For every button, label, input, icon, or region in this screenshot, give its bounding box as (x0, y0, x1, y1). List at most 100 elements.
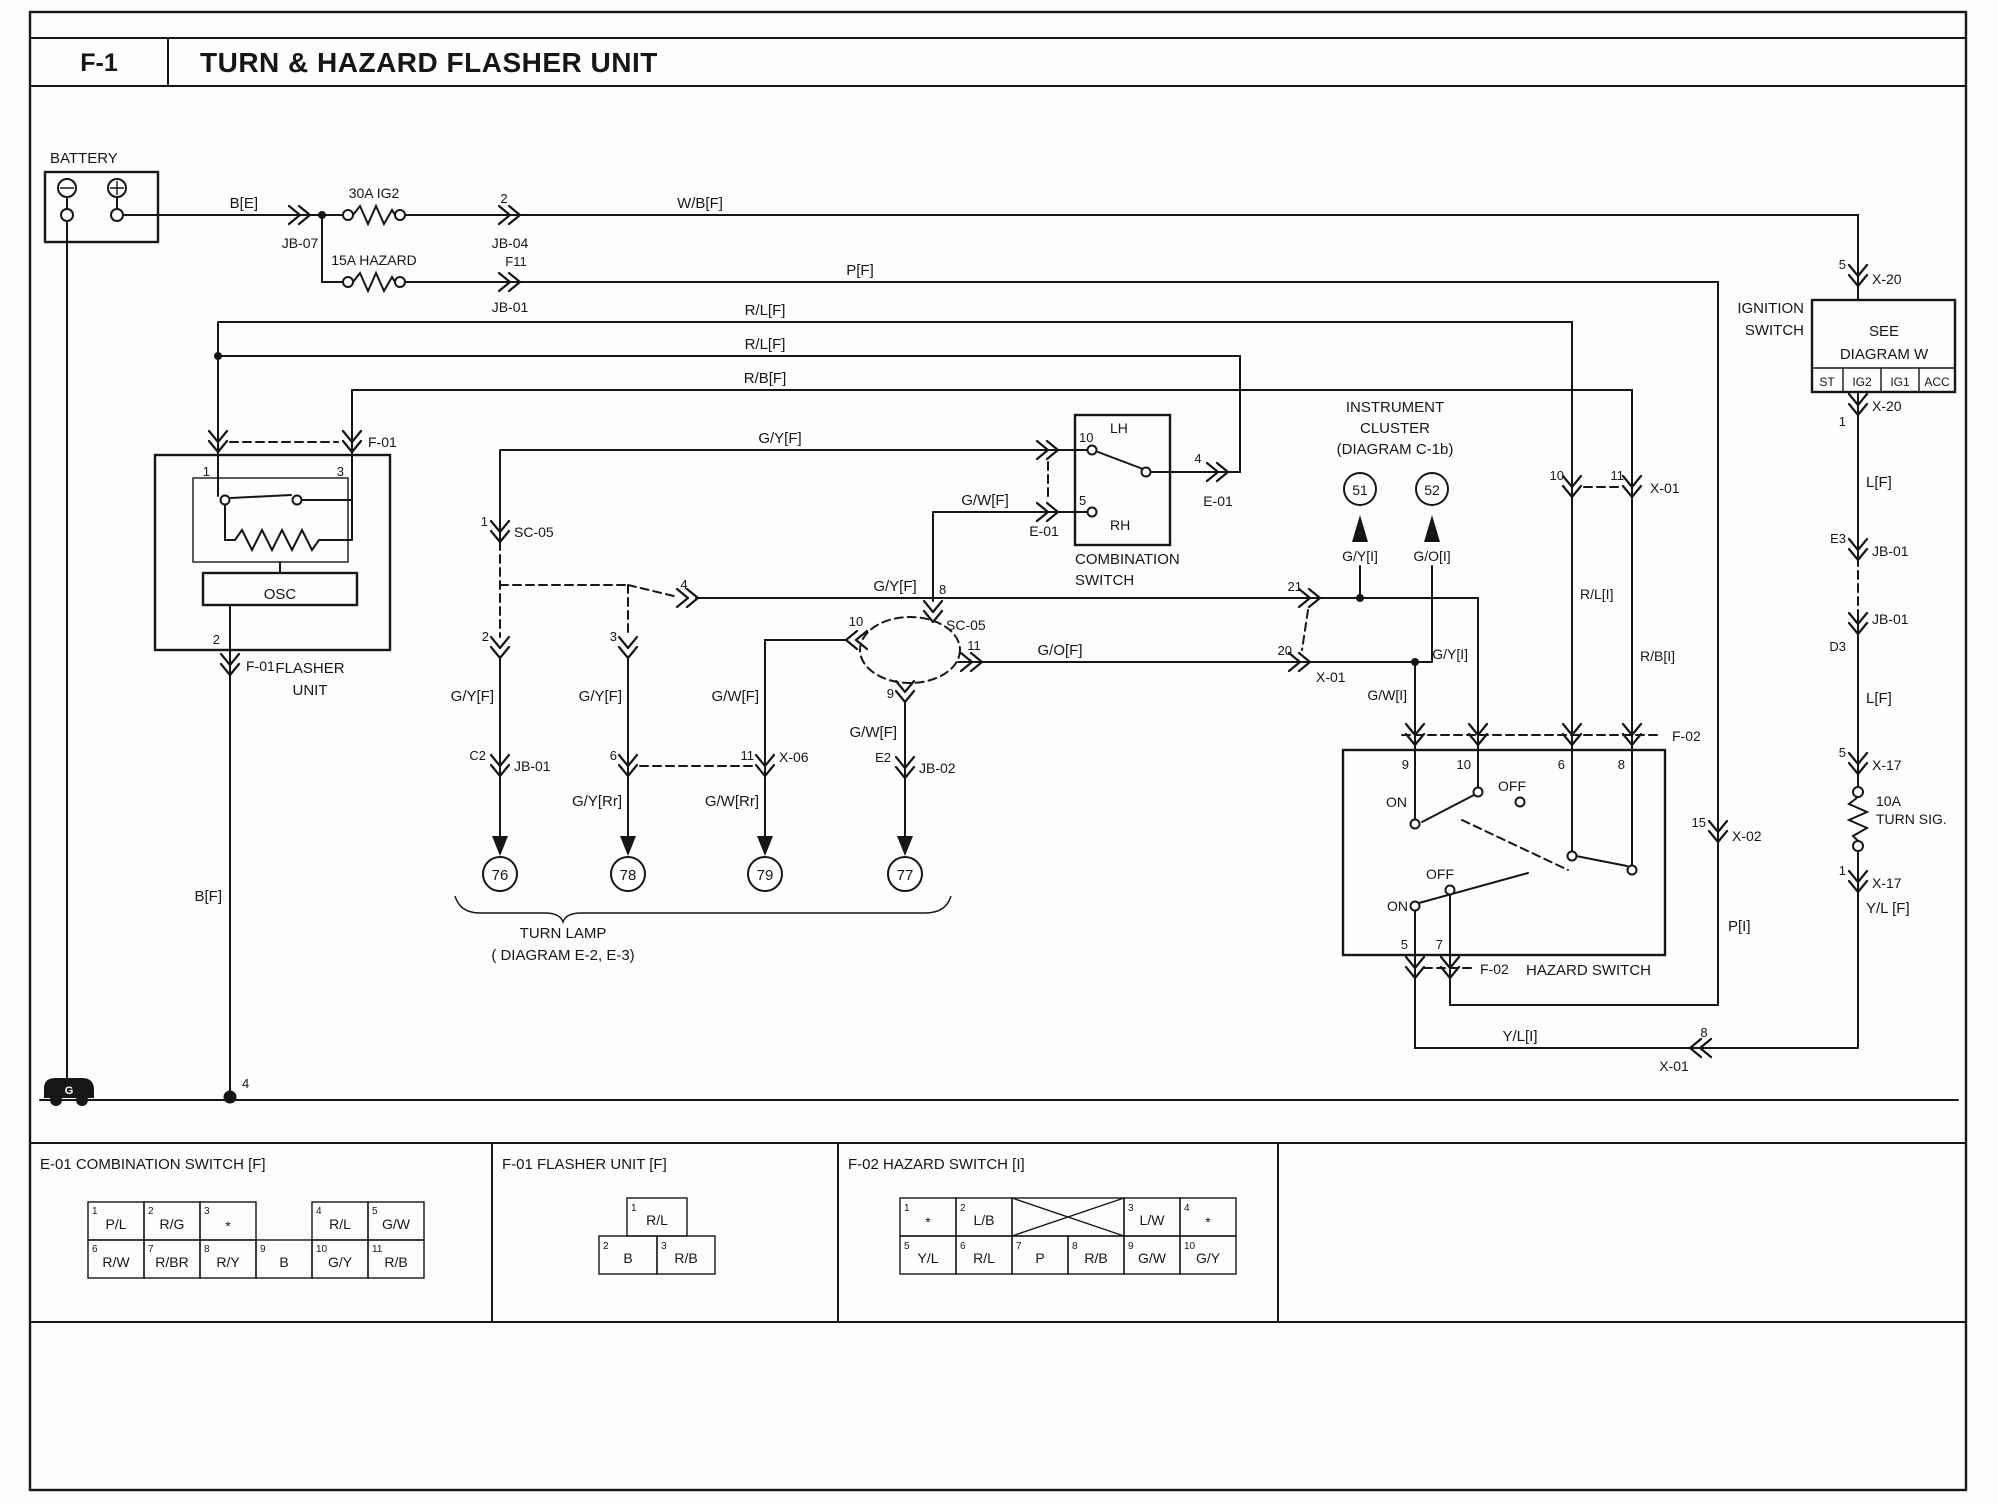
svg-text:B: B (623, 1250, 632, 1266)
sc05b-pin9: 9 (887, 686, 894, 701)
haz-off-2: OFF (1426, 866, 1454, 882)
lamp-77: 77 (897, 867, 914, 884)
fuse-10a-turnsig (1846, 796, 1870, 842)
e01-table-title: E-01 COMBINATION SWITCH [F] (40, 1156, 266, 1173)
col1-wire: G/Y[F] (451, 688, 494, 705)
flasher-pin3: 3 (337, 464, 344, 479)
svg-text:*: * (1205, 1214, 1211, 1230)
connector-chevrons (207, 204, 1869, 1059)
wire-label-rl1: R/L[F] (745, 302, 786, 319)
svg-text:1: 1 (904, 1203, 910, 1214)
haz-on-1: ON (1386, 794, 1407, 810)
svg-text:R/B: R/B (674, 1250, 697, 1266)
hazard-switch-name: HAZARD SWITCH (1526, 962, 1651, 979)
wire-label-gyf-mid: G/Y[F] (873, 578, 916, 595)
cluster-name-1: INSTRUMENT (1346, 399, 1444, 416)
svg-text:2: 2 (148, 1206, 154, 1217)
svg-text:R/G: R/G (160, 1216, 185, 1232)
x20-pin5: 5 (1839, 257, 1846, 272)
wire-label-pi: P[I] (1728, 918, 1751, 935)
e01-pinout-grid: 1P/L 2R/G 3* 4R/L 5G/W 6R/W 7R/BR 8R/Y 9… (87, 1201, 425, 1279)
svg-text:Y/L: Y/L (917, 1250, 938, 1266)
lamp-76: 76 (492, 867, 509, 884)
f01-pinout-grid: 1R/L 2B 3R/B (598, 1197, 716, 1275)
svg-text:2: 2 (603, 1241, 609, 1252)
wire-label-gyf-comb: G/Y[F] (758, 430, 801, 447)
sc05a-pin2: 2 (482, 629, 489, 644)
svg-text:P/L: P/L (105, 1216, 126, 1232)
ignition-diagram-w: DIAGRAM W (1840, 346, 1929, 363)
sc05b-pin8: 8 (939, 582, 946, 597)
wire-label-gyi-51: G/Y[I] (1342, 548, 1378, 564)
svg-text:*: * (925, 1214, 931, 1230)
sc05a-pin3: 3 (610, 629, 617, 644)
haz-pin8: 8 (1618, 757, 1625, 772)
page-frame (28, 10, 1968, 1492)
x20-pin1: 1 (1839, 414, 1846, 429)
col3-wire: G/W[F] (712, 688, 760, 705)
x01-pin11: 11 (1611, 468, 1625, 483)
pin-f11: F11 (505, 254, 526, 269)
connector-f02-top: F-02 (1672, 728, 1701, 744)
x01-pin20: 20 (1278, 643, 1292, 658)
wire-mid-turn (499, 565, 1479, 837)
fuse-label-15a: 15A HAZARD (331, 252, 417, 268)
svg-text:P: P (1035, 1250, 1044, 1266)
wire-label-gwi-haz: G/W[I] (1367, 687, 1407, 703)
page-title: TURN & HAZARD FLASHER UNIT (200, 47, 658, 78)
svg-text:R/L: R/L (329, 1216, 351, 1232)
col4-pin: E2 (875, 750, 891, 765)
battery-label: BATTERY (50, 150, 118, 167)
svg-text:3: 3 (1128, 1203, 1134, 1214)
svg-text:6: 6 (92, 1244, 98, 1255)
x17-pin1: 1 (1839, 863, 1846, 878)
arrow-down-76 (492, 836, 508, 856)
comb-pin5: 5 (1079, 493, 1086, 508)
wire-label-pf: P[F] (846, 262, 874, 279)
keyed-cell-cross (1011, 1197, 1125, 1237)
wire-label-lf-2: L[F] (1866, 690, 1892, 707)
fuse-15a-hazard (352, 270, 396, 294)
connector-jb01-a: JB-01 (1872, 543, 1909, 559)
arrow-down-79 (757, 836, 773, 856)
arrow-up-52 (1424, 515, 1440, 542)
svg-text:R/L: R/L (973, 1250, 995, 1266)
haz-on-2: ON (1387, 898, 1408, 914)
ground-point-4 (223, 1090, 237, 1104)
comb-name-1: COMBINATION (1075, 551, 1180, 568)
haz-pin10: 10 (1457, 757, 1471, 772)
svg-text:8: 8 (204, 1244, 210, 1255)
splice-sc05-loop (859, 616, 961, 684)
pinout-tables: E-01 COMBINATION SWITCH [F] F-01 FLASHER… (40, 1156, 1237, 1279)
connector-f02-bottom: F-02 (1480, 961, 1509, 977)
ign-term-ig2: IG2 (1852, 375, 1872, 389)
svg-text:10: 10 (1184, 1241, 1196, 1252)
lamp-79: 79 (757, 867, 774, 884)
ign-term-ig1: IG1 (1890, 375, 1910, 389)
chevrons-horizontal (287, 204, 1713, 1059)
connector-e01-left: E-01 (1029, 523, 1059, 539)
turn-lamp-diagram-ref: ( DIAGRAM E-2, E-3) (491, 947, 634, 964)
svg-text:R/Y: R/Y (216, 1254, 240, 1270)
col4-conn: JB-02 (919, 760, 956, 776)
ignition-see: SEE (1869, 323, 1899, 340)
wire-label-rb: R/B[F] (744, 370, 787, 387)
connector-f01-bottom: F-01 (246, 658, 275, 674)
wire-combination-switch (499, 449, 1171, 602)
ground-g: G (65, 1085, 74, 1097)
wire-rl-rb-feeds (217, 321, 1633, 751)
wire-label-bf: B[F] (194, 888, 222, 905)
svg-text:G/Y: G/Y (328, 1254, 353, 1270)
arrow-down-78 (620, 836, 636, 856)
sc05a-pin1: 1 (481, 514, 488, 529)
wire-hazard-internals (1414, 749, 1633, 956)
connector-x17-a: X-17 (1872, 757, 1902, 773)
ignition-switch-box (1810, 298, 1957, 394)
underbrace (454, 895, 952, 925)
cluster-name-2: CLUSTER (1360, 420, 1430, 437)
turn-lamps (454, 836, 952, 925)
svg-text:5: 5 (904, 1241, 910, 1252)
svg-text:1: 1 (631, 1203, 637, 1214)
wires-dashed (229, 441, 1859, 969)
